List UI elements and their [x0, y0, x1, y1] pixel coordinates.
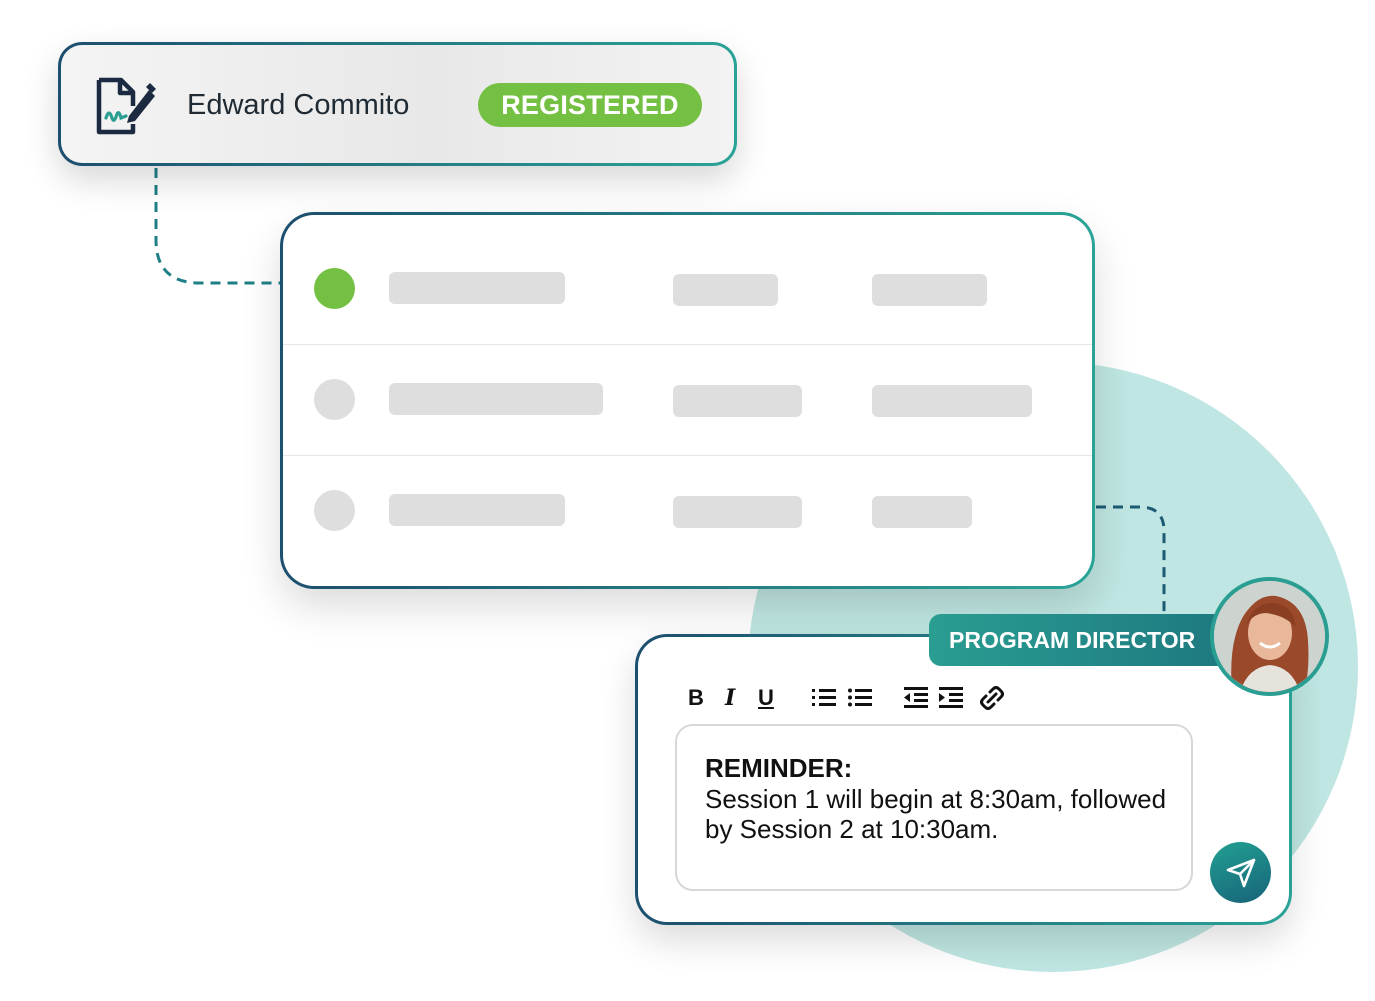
registered-status-badge: REGISTERED	[478, 83, 702, 127]
message-composer-card: B I U REMINDER: Session 1 will begin at …	[635, 634, 1292, 925]
message-editor[interactable]: REMINDER: Session 1 will begin at 8:30am…	[675, 724, 1193, 891]
indent-icon[interactable]	[939, 687, 963, 709]
signed-document-icon	[93, 76, 157, 136]
list-item[interactable]	[283, 234, 1092, 344]
placeholder-bar	[872, 274, 987, 306]
registration-card[interactable]: Edward Commito REGISTERED	[58, 42, 737, 166]
placeholder-bar	[673, 274, 778, 306]
placeholder-bar	[872, 496, 972, 528]
numbered-list-icon[interactable]	[812, 687, 836, 709]
placeholder-bar	[673, 385, 802, 417]
status-dot-active	[314, 268, 355, 309]
bold-button[interactable]: B	[688, 685, 704, 710]
avatar	[1210, 577, 1329, 696]
outdent-icon[interactable]	[904, 687, 928, 709]
placeholder-bar	[389, 383, 603, 415]
attendee-list-card	[280, 212, 1095, 589]
bullet-list-icon[interactable]	[848, 687, 872, 709]
list-item[interactable]	[283, 455, 1092, 566]
link-icon[interactable]	[980, 686, 1004, 710]
program-director-badge: PROGRAM DIRECTOR	[929, 614, 1219, 666]
send-button[interactable]	[1210, 842, 1271, 903]
send-icon	[1226, 858, 1256, 888]
placeholder-bar	[389, 494, 565, 526]
reminder-title: REMINDER:	[705, 753, 853, 783]
reminder-body: Session 1 will begin at 8:30am, followed…	[705, 784, 1167, 844]
registrant-name: Edward Commito	[187, 89, 410, 121]
italic-button[interactable]: I	[725, 685, 736, 711]
placeholder-bar	[673, 496, 802, 528]
placeholder-bar	[389, 272, 565, 304]
placeholder-bar	[872, 385, 1032, 417]
status-dot-inactive	[314, 379, 355, 420]
list-item[interactable]	[283, 344, 1092, 455]
status-dot-inactive	[314, 490, 355, 531]
underline-button[interactable]: U	[758, 685, 774, 710]
